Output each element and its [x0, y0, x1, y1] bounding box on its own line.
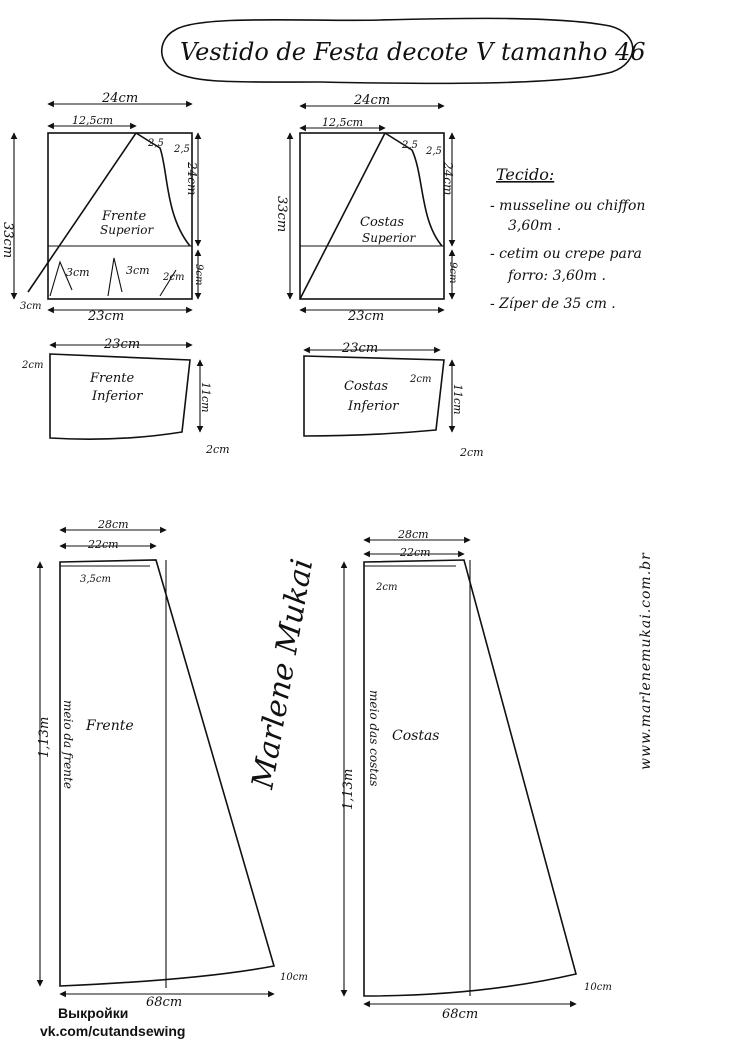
fabric-notes: Tecido: - musseline ou chiffon 3,60m . -…: [490, 165, 645, 312]
costas-saia-top-inner-label: 22cm: [399, 546, 431, 559]
website-label: www.marlenemukai.com.br: [638, 552, 654, 770]
frente-saia-name: Frente: [85, 718, 134, 734]
costas-saia-outline: [363, 559, 577, 997]
frente-superior-name: Frente: [101, 209, 147, 224]
frente-superior-height-label: 33cm: [0, 222, 15, 258]
frente-superior-side-label: 9cm: [193, 264, 204, 285]
frente-inferior-outline: [49, 353, 191, 440]
frente-superior-corner-label: 3cm: [20, 301, 41, 312]
costas-inferior-outline: [303, 355, 445, 437]
frente-saia-fold-label: meio da frente: [61, 700, 75, 789]
frente-saia-corner-label: 3,5cm: [80, 574, 111, 585]
costas-inferior-corner-label: 2cm: [459, 446, 484, 459]
title-bubble: [161, 17, 634, 85]
frente-saia-hem-label: 10cm: [280, 972, 308, 983]
frente-inferior-width-label: 23cm: [103, 337, 140, 352]
frente-saia-length-label: 1,13m: [37, 717, 52, 758]
costas-inferior-width-label: 23cm: [341, 341, 378, 356]
title-block: Vestido de Festa decote V tamanho 46: [161, 17, 646, 85]
frente-inferior-height-label: 11cm: [199, 382, 212, 413]
frente-superior-dart3-label: 2cm: [162, 272, 184, 283]
piece-costas-inferior: 23cm 2cm 11cm 2cm Costas Inferior: [303, 341, 484, 459]
piece-frente-inferior: 23cm 2cm 11cm 2cm Frente Inferior: [21, 337, 230, 456]
costas-superior-outline: [299, 132, 445, 300]
frente-inferior-corner-label: 2cm: [205, 443, 230, 456]
costas-superior-height-label: 33cm: [274, 196, 289, 232]
costas-superior-width-label: 24cm: [353, 93, 390, 108]
fabric-line-2: 3,60m .: [508, 218, 561, 234]
costas-saia-top-outer-label: 28cm: [397, 528, 429, 541]
fabric-line-1: - musseline ou chiffon: [490, 198, 645, 214]
frente-superior-armhole-label: 24cm: [185, 161, 199, 195]
watermark-line-2: vk.com/cutandsewing: [40, 1023, 185, 1039]
costas-superior-neckline: [299, 132, 443, 300]
page-title: Vestido de Festa decote V tamanho 46: [180, 38, 646, 66]
costas-superior-armhole-label: 24cm: [441, 161, 455, 195]
frente-superior-outline: [47, 132, 193, 300]
costas-inferior-name: Costas: [344, 379, 388, 394]
designer-signature: Marlene Mukai: [245, 556, 320, 792]
costas-saia-hem-label: 10cm: [584, 982, 612, 993]
frente-superior-bottom-label: 23cm: [87, 309, 124, 324]
frente-inferior-name: Frente: [89, 371, 135, 386]
watermark-line-1: Выкройки: [58, 1005, 128, 1021]
costas-superior-name2: Superior: [362, 231, 417, 245]
fabric-line-4: forro: 3,60m .: [507, 268, 606, 284]
costas-saia-length-label: 1,13m: [341, 769, 356, 810]
piece-costas-saia: 28cm 22cm 2cm 1,13m meio das costas Cost…: [340, 528, 612, 1022]
frente-saia-bottom-label: 68cm: [146, 995, 182, 1010]
costas-saia-corner-label: 2cm: [375, 582, 397, 593]
frente-superior-neckline: [27, 132, 191, 293]
costas-inferior-inner-label: 2cm: [409, 374, 431, 385]
piece-frente-saia: 28cm 22cm 3,5cm 1,13m meio da frente Fre…: [36, 518, 308, 1010]
frente-superior-darts: [49, 257, 177, 297]
frente-superior-shoulder2-label: 2,5: [173, 144, 190, 155]
frente-superior-name2: Superior: [100, 223, 155, 237]
frente-inferior-name2: Inferior: [91, 389, 143, 404]
costas-superior-name: Costas: [360, 215, 404, 230]
piece-costas-superior: 24cm 12,5cm 2,5 2,5 33cm 24cm 9cm 23cm C…: [274, 93, 458, 324]
costas-saia-bottom-label: 68cm: [442, 1007, 478, 1022]
costas-superior-side-label: 9cm: [447, 262, 458, 283]
costas-superior-shoulder2-label: 2,5: [425, 146, 442, 157]
costas-saia-fold-label: meio das costas: [367, 690, 381, 786]
costas-saia-name: Costas: [392, 728, 439, 744]
frente-superior-dart1-label: 3cm: [66, 266, 90, 279]
costas-superior-bottom-label: 23cm: [347, 309, 384, 324]
frente-superior-shoulder-label: 2,5: [147, 138, 164, 149]
costas-inferior-height-label: 11cm: [451, 384, 464, 415]
frente-superior-neck-label: 12,5cm: [72, 114, 113, 127]
costas-inferior-name2: Inferior: [347, 399, 399, 414]
frente-saia-outline: [59, 559, 276, 987]
frente-superior-width-label: 24cm: [101, 91, 138, 106]
piece-frente-superior: 24cm 12,5cm 2,5 2,5 33cm 24cm 9cm 23cm F…: [0, 91, 204, 324]
fabric-heading: Tecido:: [496, 165, 554, 184]
frente-saia-top-outer-label: 28cm: [97, 518, 129, 531]
fabric-line-5: - Zíper de 35 cm .: [490, 296, 616, 312]
frente-superior-dart2-label: 3cm: [126, 264, 150, 277]
fabric-line-3: - cetim ou crepe para: [490, 246, 642, 262]
frente-saia-top-inner-label: 22cm: [87, 538, 119, 551]
frente-inferior-left-label: 2cm: [21, 360, 43, 371]
costas-superior-neck-label: 12,5cm: [322, 116, 363, 129]
costas-superior-shoulder-label: 2,5: [401, 140, 418, 151]
